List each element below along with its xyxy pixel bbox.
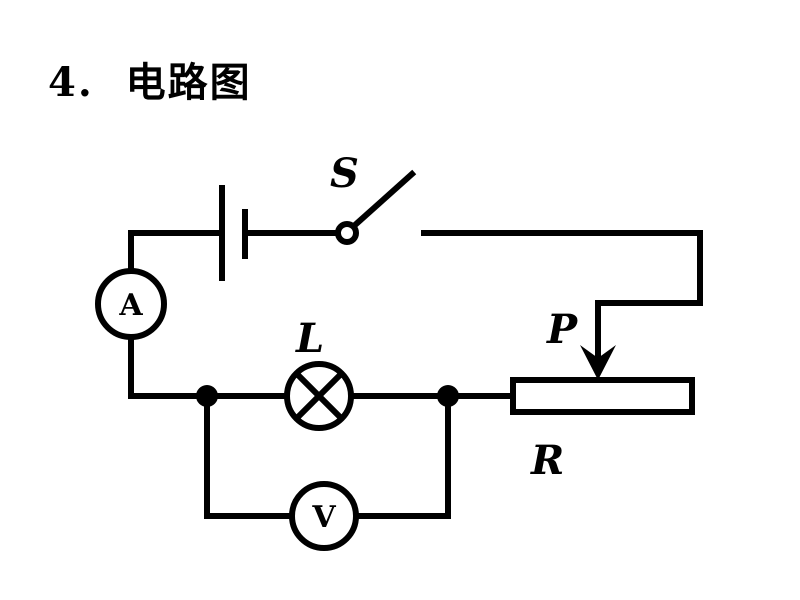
switch: S [330, 150, 417, 245]
switch-label: S [330, 150, 359, 197]
junction-dot-left [196, 385, 218, 407]
rheostat-body [510, 377, 695, 415]
question-number: 4. [48, 59, 94, 106]
ammeter-label: A [118, 288, 143, 323]
slider-label: P [546, 306, 579, 353]
wire-voltmeter-left [204, 393, 294, 519]
voltmeter-circle [289, 481, 359, 551]
lamp-label: L [295, 315, 324, 362]
rheostat-label: R [530, 437, 564, 484]
voltmeter-label: V [311, 500, 336, 535]
junction-dot-right [437, 385, 459, 407]
ammeter-circle [95, 268, 167, 340]
wire-ammeter-to-junction [128, 337, 291, 399]
title-text: 电路图 [125, 59, 252, 106]
ammeter: A [95, 268, 167, 340]
switch-lever [350, 169, 417, 230]
lamp: L [284, 315, 354, 431]
battery [219, 185, 248, 281]
switch-pivot [335, 221, 359, 245]
rheostat: P R [510, 306, 695, 484]
wire-switch-to-slider [421, 230, 703, 363]
voltmeter: V [289, 481, 359, 551]
wire-voltmeter-right [354, 393, 451, 519]
wire-battery-to-left [128, 230, 221, 273]
page-title: 4. 电路图 [48, 50, 252, 108]
lamp-cross-2 [292, 369, 346, 423]
slider-arrow-icon [580, 345, 616, 380]
